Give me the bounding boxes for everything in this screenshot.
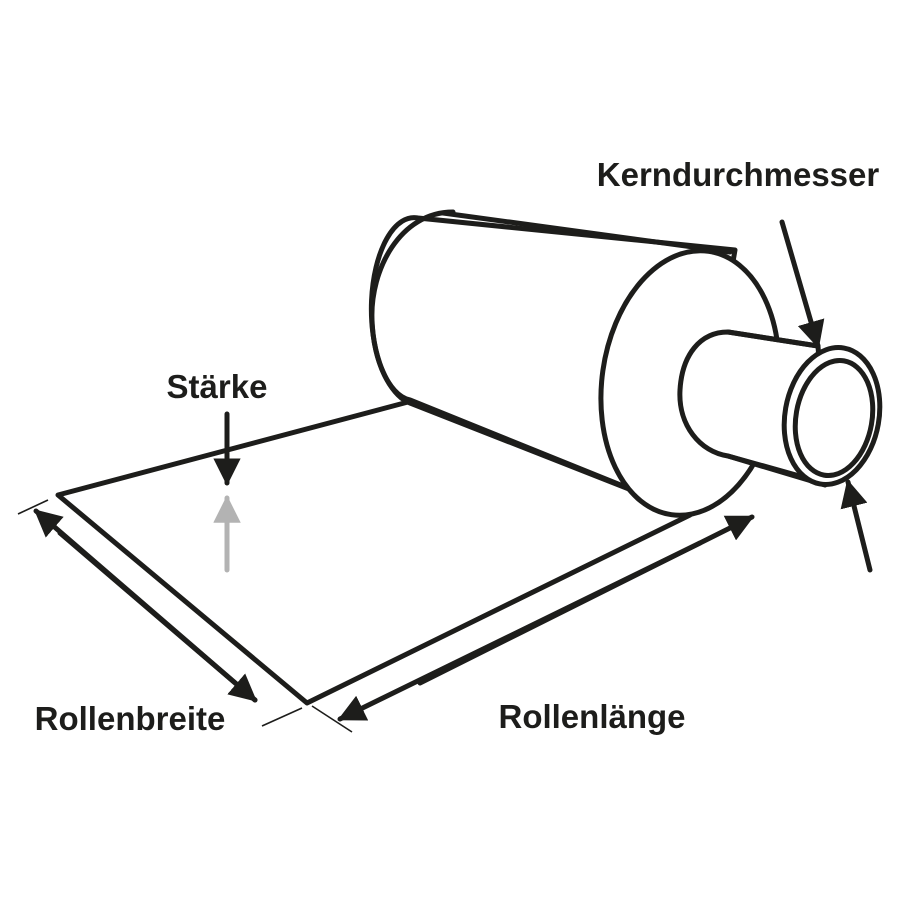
roll-length-arrow-back xyxy=(337,540,703,722)
core-diameter-arrow-top xyxy=(779,219,825,349)
label-roll-length: Rollenlänge xyxy=(498,698,685,735)
label-thickness: Stärke xyxy=(167,368,268,405)
roll-length-tick-left xyxy=(311,705,353,733)
roll-width-arrow-back xyxy=(33,508,258,703)
core-diameter-arrow-bottom xyxy=(840,479,873,573)
label-core-diameter: Kerndurchmesser xyxy=(597,156,880,193)
core-inner-rim xyxy=(792,358,876,478)
label-roll-width: Rollenbreite xyxy=(35,700,226,737)
roll-width-tick-right xyxy=(261,707,303,727)
roll-width-tick-left xyxy=(17,499,49,515)
